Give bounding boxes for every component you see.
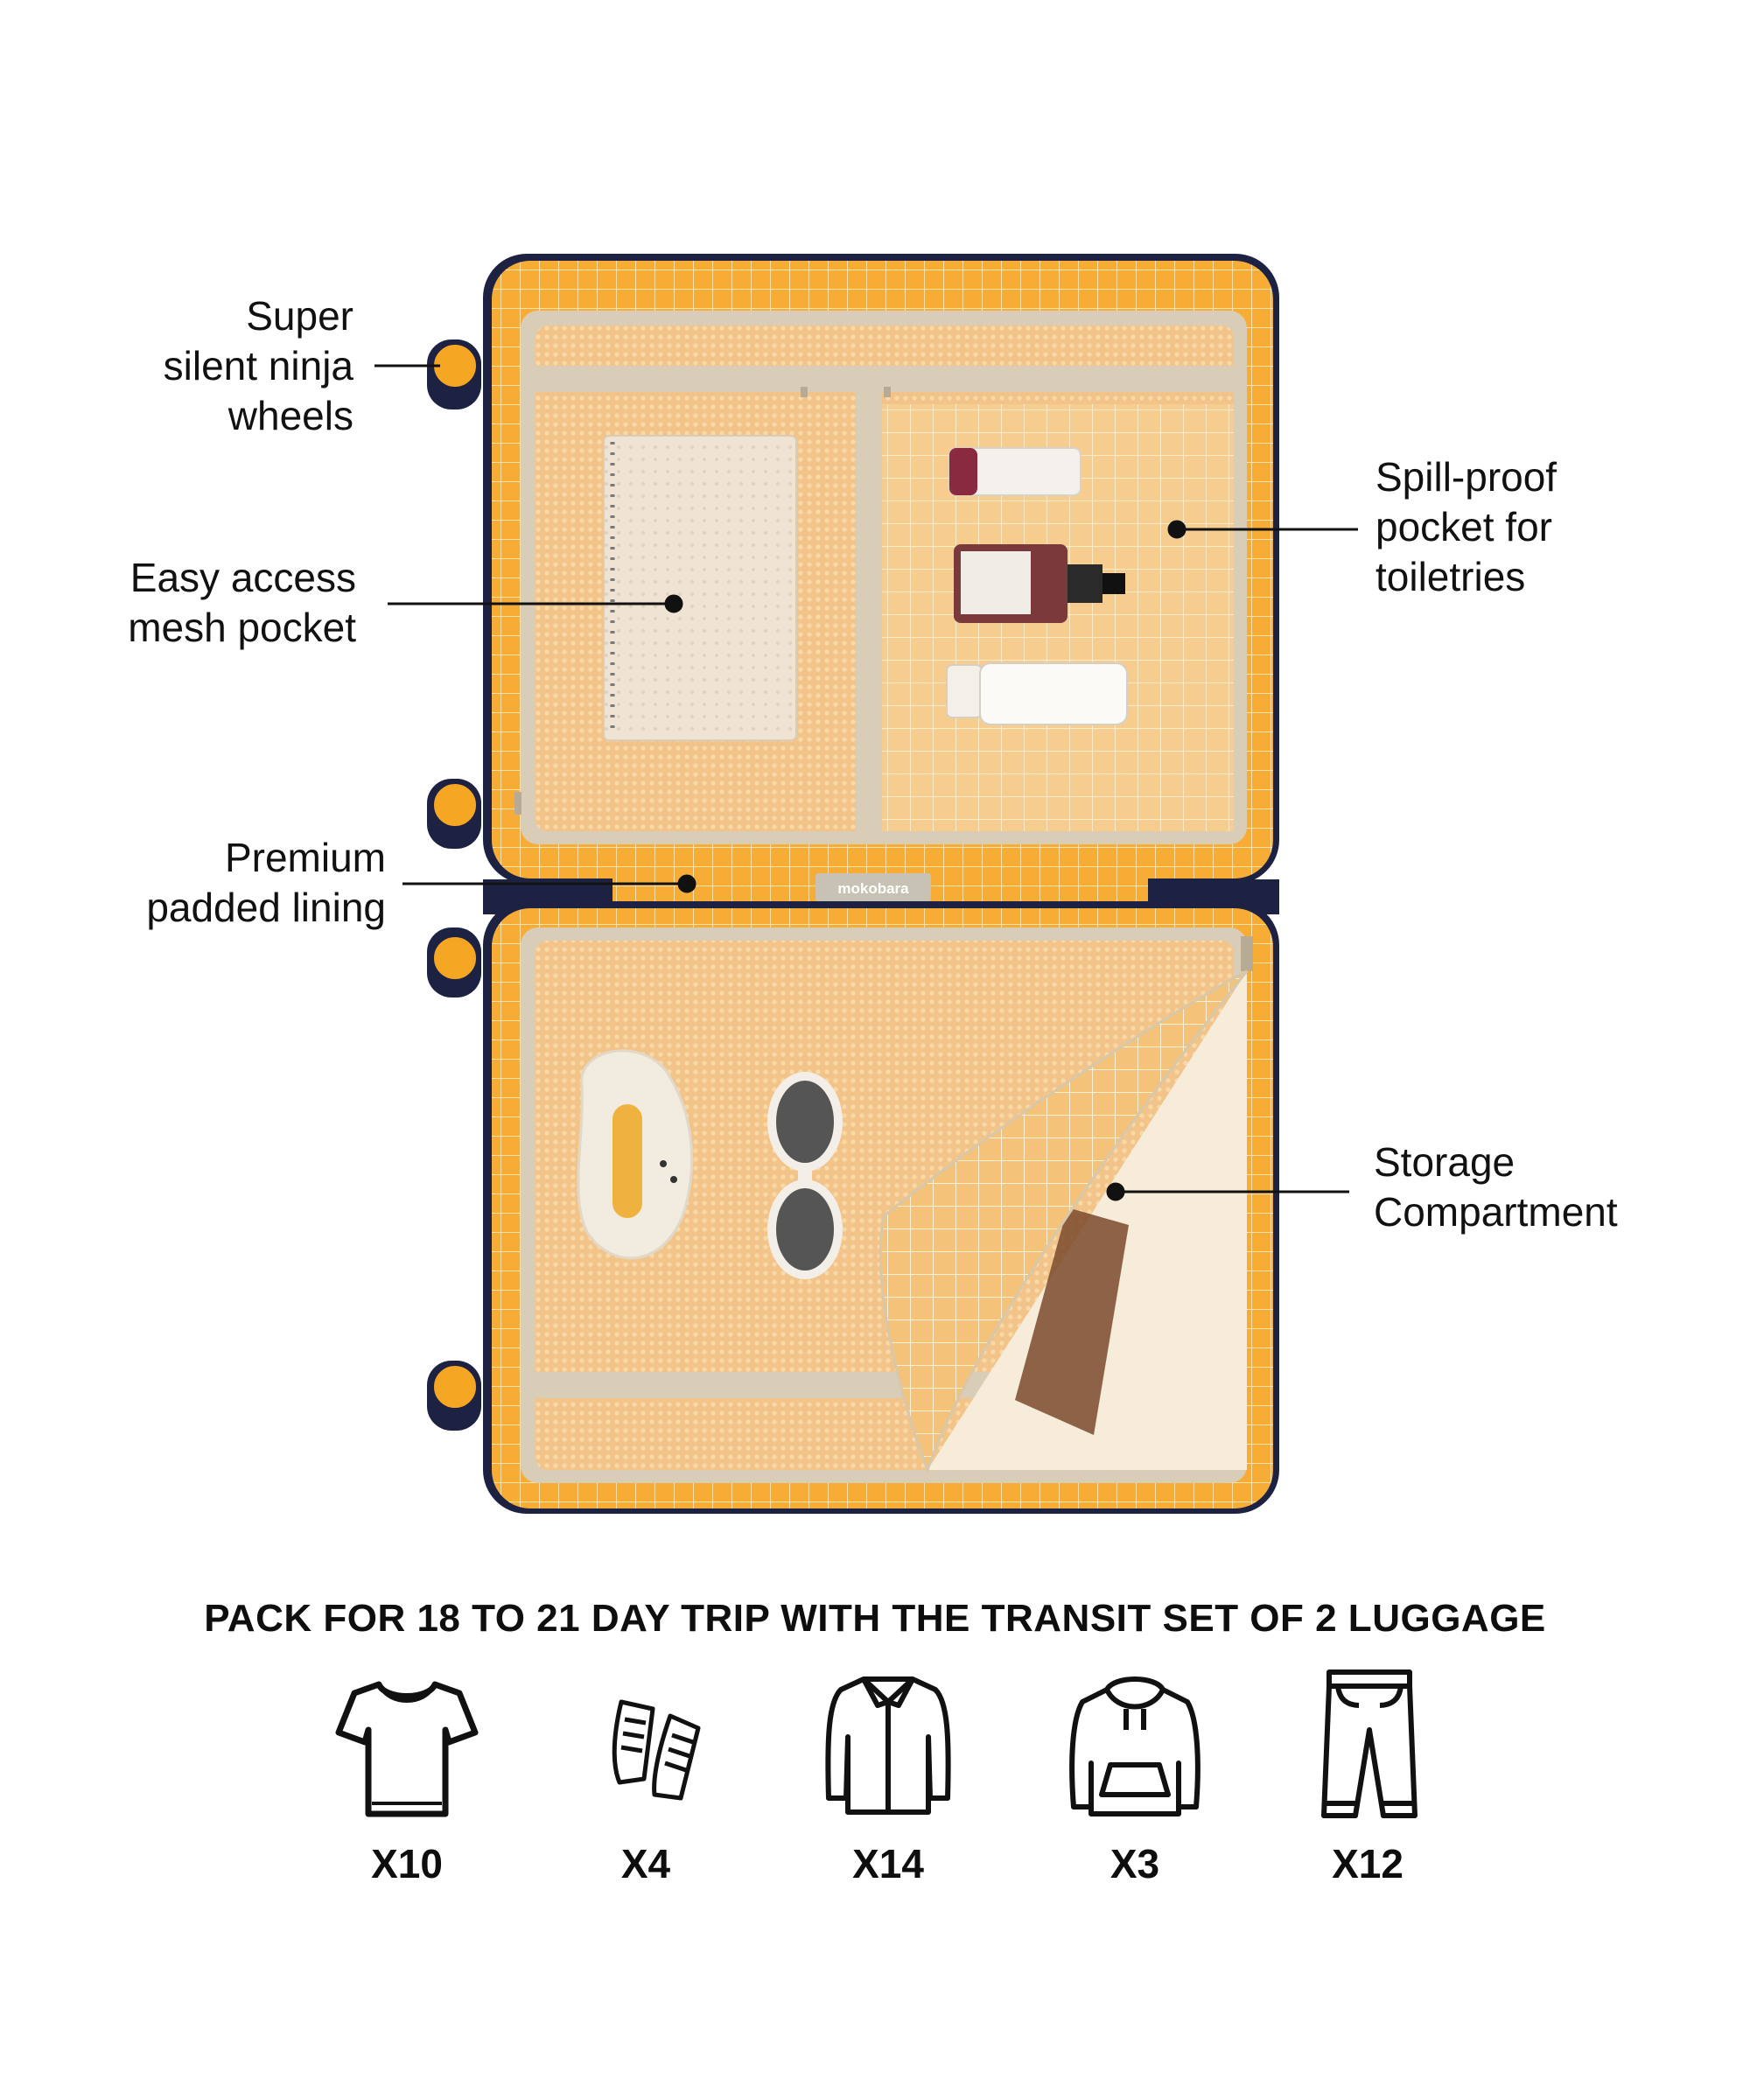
hoodie-quantity: X3 xyxy=(1110,1841,1160,1886)
eye-mask-illustration xyxy=(577,1049,694,1260)
shirt-icon xyxy=(825,1676,951,1815)
toiletries-illustration xyxy=(946,447,1128,725)
callout-spill-pocket: Spill-proof pocket for toiletries xyxy=(1376,454,1558,599)
packing-item-shirt: X14 xyxy=(783,1667,993,1887)
packing-item-shoes: X4 xyxy=(541,1667,751,1887)
storage-flap-illustration xyxy=(878,970,1249,1474)
callout-wheels: Super silent ninja wheels xyxy=(163,293,354,438)
sunglasses-illustration xyxy=(767,1072,843,1279)
hoodie-icon xyxy=(1069,1676,1200,1816)
packing-item-pants: X12 xyxy=(1263,1667,1473,1887)
callout-storage: Storage Compartment xyxy=(1374,1139,1618,1235)
notebook-illustration xyxy=(603,435,797,741)
packing-item-tshirt: X10 xyxy=(302,1667,512,1887)
wheel-icon xyxy=(427,340,481,1431)
pants-quantity: X12 xyxy=(1332,1841,1404,1886)
callout-lining: Premium padded lining xyxy=(146,835,386,930)
packing-headline: PACK FOR 18 TO 21 DAY TRIP WITH THE TRAN… xyxy=(204,1597,1546,1640)
packing-item-hoodie: X3 xyxy=(1030,1667,1240,1887)
suitcase-illustration: mokobara xyxy=(374,254,1358,1514)
callout-lines xyxy=(374,364,1358,1201)
shoes-icon xyxy=(612,1699,701,1801)
pants-icon xyxy=(1321,1670,1418,1818)
shoes-quantity: X4 xyxy=(620,1841,671,1886)
callout-mesh-pocket: Easy access mesh pocket xyxy=(128,555,356,650)
tshirt-quantity: X10 xyxy=(371,1841,443,1886)
shirt-quantity: X14 xyxy=(852,1841,924,1886)
tshirt-icon xyxy=(335,1681,479,1817)
brand-tag: mokobara xyxy=(837,880,909,897)
